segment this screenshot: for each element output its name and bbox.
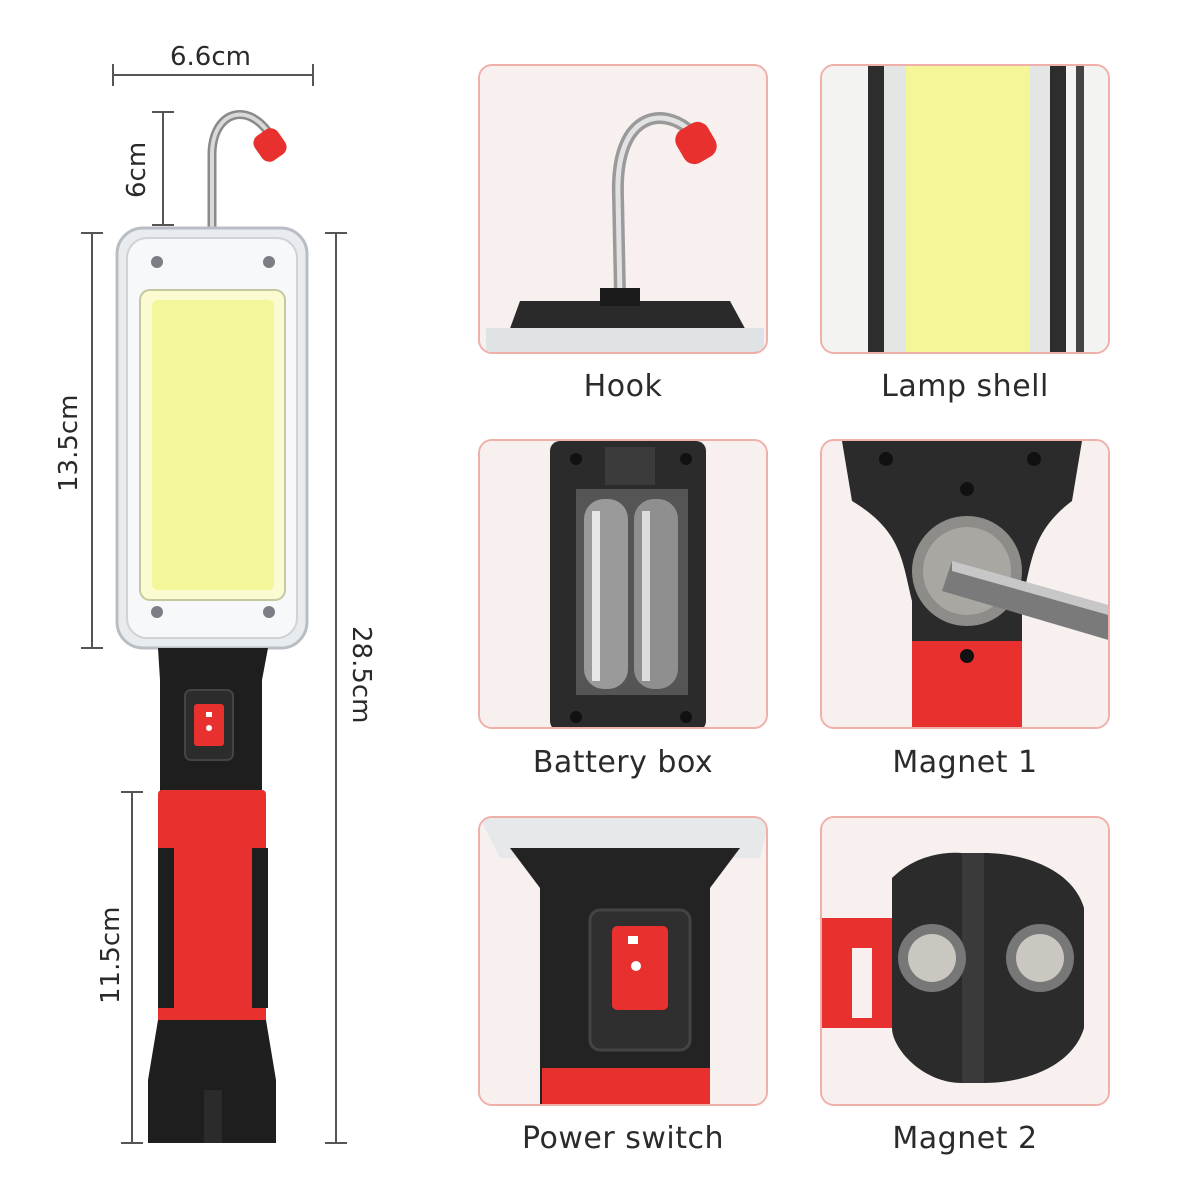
hook-shape (207, 110, 287, 233)
battery-box-icon (480, 441, 766, 727)
caption-power-switch: Power switch (521, 1121, 724, 1156)
caption-magnet-1: Magnet 1 (892, 745, 1038, 780)
hook-icon (480, 66, 766, 352)
hook-dimension-label: 6cm (122, 141, 152, 198)
power-switch-icon (480, 818, 766, 1104)
caption-magnet-2: Magnet 2 (892, 1121, 1038, 1156)
caption-battery-box: Battery box (532, 745, 714, 780)
caption-hook: Hook (583, 369, 663, 404)
product-diagram: 6.6cm 6cm 13.5cm 28.5cm 11.5cm (0, 0, 460, 1196)
feature-card-power-switch (478, 816, 768, 1106)
magnet-icon (822, 818, 1108, 1104)
total-dimension-label: 28.5cm (346, 626, 376, 724)
feature-card-hook (478, 64, 768, 354)
feature-card-lamp-shell (820, 64, 1110, 354)
lamp-shell-icon (822, 66, 1108, 352)
caption-lamp-shell: Lamp shell (881, 369, 1049, 404)
width-dimension-label: 6.6cm (170, 42, 251, 72)
head-dimension-label: 13.5cm (54, 394, 84, 492)
work-light-illustration (81, 64, 347, 1144)
feature-card-battery-box (478, 439, 768, 729)
handle-dimension-label: 11.5cm (96, 906, 126, 1004)
handle-shape (148, 648, 276, 1143)
dimension-lines (81, 64, 347, 1144)
feature-card-magnet-2 (820, 816, 1110, 1106)
lamp-head-shape (115, 226, 309, 650)
magnet-icon (822, 441, 1108, 727)
feature-card-magnet-1 (820, 439, 1110, 729)
